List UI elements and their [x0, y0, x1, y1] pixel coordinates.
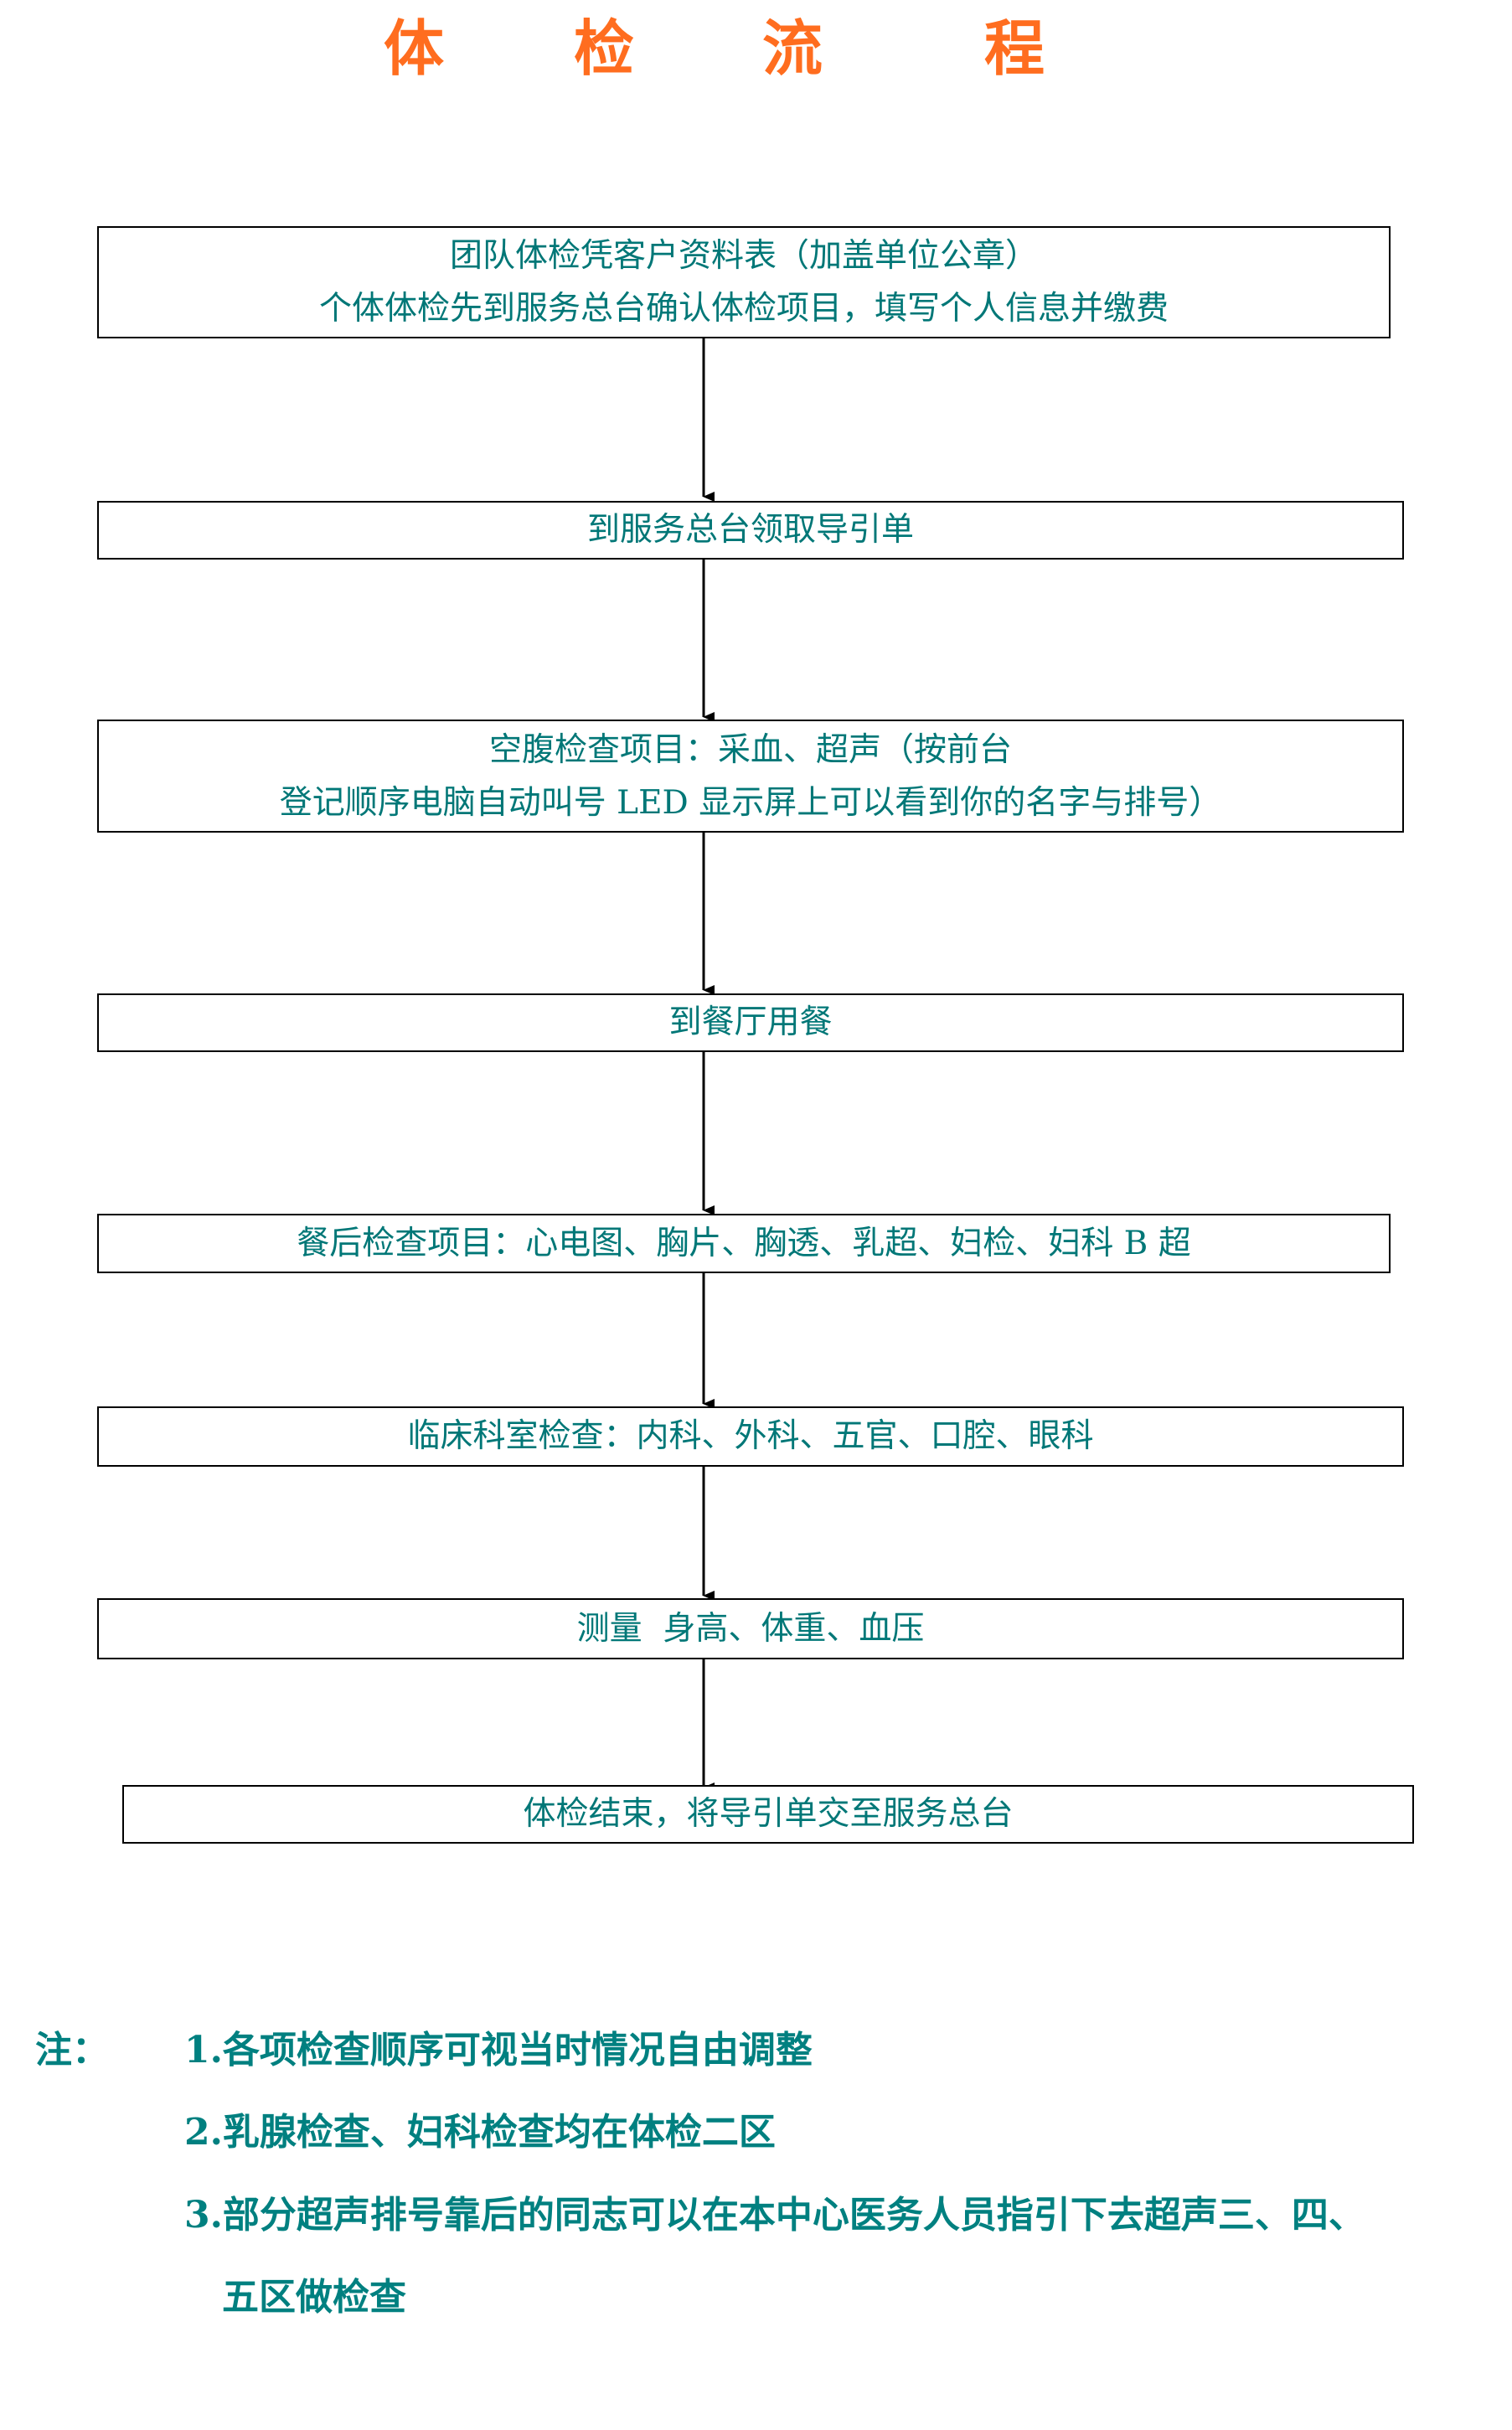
title-char: 体	[384, 13, 445, 84]
step-box-clinical-exams: 临床科室检查：内科、外科、五官、口腔、眼科	[97, 1406, 1404, 1467]
notes-label: 注：	[35, 2029, 109, 2071]
step-text: 餐后检查项目：心电图、胸片、胸透、乳超、妇检、妇科 B 超	[297, 1224, 1191, 1262]
step-box-guide-sheet: 到服务总台领取导引单	[97, 501, 1404, 560]
step-text: 到餐厅用餐	[668, 1003, 833, 1041]
step-box-dining: 到餐厅用餐	[97, 993, 1404, 1052]
step-box-registration: 团队体检凭客户资料表（加盖单位公章） 个体体检先到服务总台确认体检项目，填写个人…	[97, 226, 1391, 338]
step-box-fasting-exams: 空腹检查项目：采血、超声（按前台 登记顺序电脑自动叫号 LED 显示屏上可以看到…	[97, 720, 1404, 833]
note-item: 1.各项检查顺序可视当时情况自由调整	[184, 2029, 813, 2071]
step-box-finish: 体检结束，将导引单交至服务总台	[122, 1785, 1414, 1844]
title-char: 检	[574, 13, 635, 84]
step-text: 团队体检凭客户资料表（加盖单位公章）	[449, 237, 1038, 275]
step-text: 登记顺序电脑自动叫号 LED 显示屏上可以看到你的名字与排号）	[279, 783, 1222, 822]
step-text: 个体体检先到服务总台确认体检项目，填写个人信息并缴费	[318, 290, 1169, 328]
note-item: 2.乳腺检查、妇科检查均在体检二区	[184, 2111, 776, 2154]
step-text: 空腹检查项目：采血、超声（按前台	[488, 730, 1012, 769]
step-text: 到服务总台领取导引单	[586, 511, 914, 549]
step-text: 临床科室检查：内科、外科、五官、口腔、眼科	[407, 1417, 1094, 1455]
note-item: 3.部分超声排号靠后的同志可以在本中心医务人员指引下去超声三、四、	[184, 2194, 1365, 2237]
title-char: 程	[984, 13, 1045, 84]
step-box-post-meal-exams: 餐后检查项目：心电图、胸片、胸透、乳超、妇检、妇科 B 超	[97, 1214, 1391, 1273]
step-text: 体检结束，将导引单交至服务总台	[523, 1795, 1014, 1833]
note-item-continuation: 五区做检查	[222, 2276, 406, 2319]
title-char: 流	[762, 13, 823, 84]
step-text: 测量 身高、体重、血压	[576, 1609, 925, 1648]
step-box-measurements: 测量 身高、体重、血压	[97, 1598, 1404, 1659]
